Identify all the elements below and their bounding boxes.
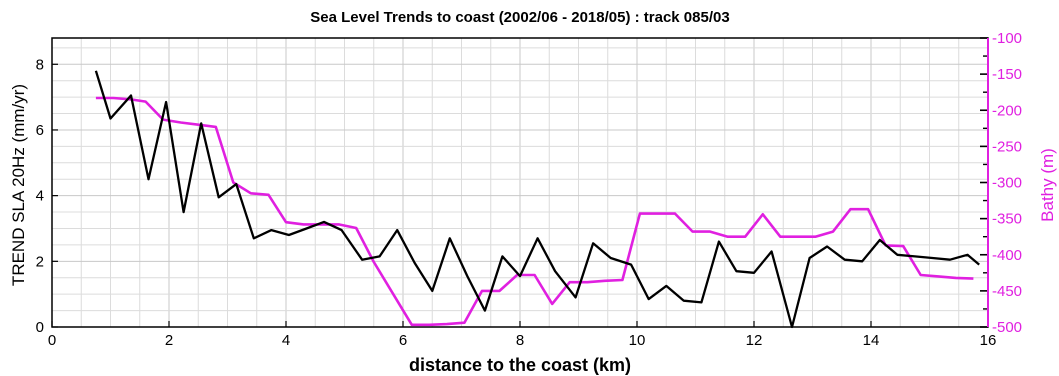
x-tick-label: 12 <box>746 332 763 349</box>
chart-title: Sea Level Trends to coast (2002/06 - 201… <box>310 9 729 26</box>
y2-tick-label: -300 <box>992 175 1022 192</box>
y-tick-label: 0 <box>36 319 44 336</box>
x-tick-label: 4 <box>282 332 290 349</box>
y2-tick-label: -400 <box>992 247 1022 264</box>
series-trend-line <box>94 70 980 329</box>
y2-axis-label: Bathy (m) <box>1038 148 1057 222</box>
y2-tick-label: -100 <box>992 30 1022 47</box>
y2-tick-label: -250 <box>992 138 1022 155</box>
y2-tick-label: -450 <box>992 283 1022 300</box>
y2-tick-label: -350 <box>992 211 1022 228</box>
x-tick-label: 10 <box>629 332 646 349</box>
x-tick-label: 0 <box>48 332 56 349</box>
x-tick-label: 2 <box>165 332 173 349</box>
y-tick-label: 4 <box>36 188 44 205</box>
grid <box>51 38 989 327</box>
y2-tick-label: -150 <box>992 66 1022 83</box>
x-axis-ticks: 0 2 4 6 8 10 12 14 16 <box>48 321 997 349</box>
x-tick-label: 14 <box>863 332 880 349</box>
y2-tick-label: -200 <box>992 102 1022 119</box>
y-tick-label: 2 <box>36 253 44 270</box>
y2-tick-label: -500 <box>992 319 1022 336</box>
x-tick-label: 8 <box>516 332 524 349</box>
y2-axis-ticks: -500 -450 -400 -350 -300 -250 -200 -150 -100 <box>980 30 1022 336</box>
x-tick-label: 6 <box>399 332 407 349</box>
y-tick-label: 6 <box>36 122 44 139</box>
y-axis-label: TREND SLA 20Hz (mm/yr) <box>9 84 28 286</box>
y-tick-label: 8 <box>36 56 44 73</box>
series-bathy-line <box>95 96 974 327</box>
x-tick-label: 16 <box>980 332 997 349</box>
x-axis-label: distance to the coast (km) <box>409 355 631 375</box>
y-axis-ticks: 0 2 4 6 8 <box>36 56 58 336</box>
